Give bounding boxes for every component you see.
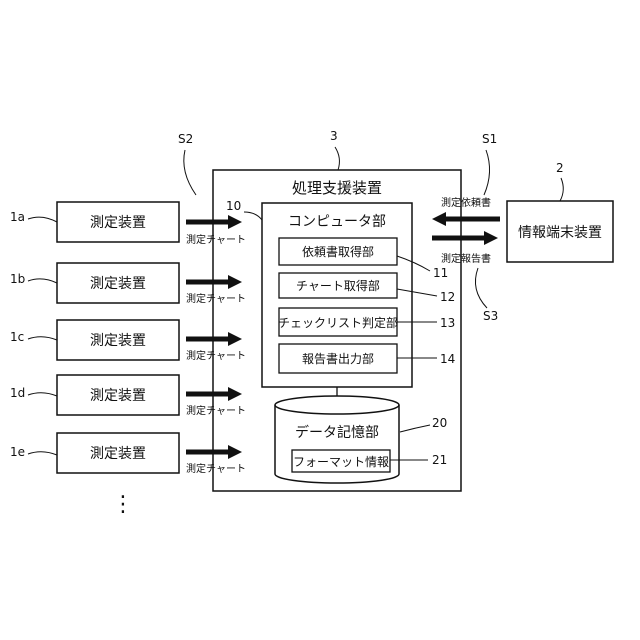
ref-system: 3 — [330, 129, 338, 143]
ref-computer: 10 — [226, 199, 241, 213]
chart-arrow-head-1a — [228, 215, 242, 229]
measurement-device-label-1e: 測定装置 — [90, 446, 146, 462]
leader-device-1e — [28, 452, 57, 455]
module-label-14: 報告書出力部 — [302, 351, 374, 366]
module-label-12: チャート取得部 — [296, 278, 380, 293]
ref-device-1a: 1a — [10, 210, 25, 224]
ref-device-1b: 1b — [10, 272, 25, 286]
module-label-13: チェックリスト判定部 — [278, 315, 398, 330]
chart-label-1d: 測定チャート — [186, 404, 246, 417]
ref-s3: S3 — [483, 309, 498, 323]
leader-device-1a — [28, 217, 57, 222]
ref-device-1c: 1c — [10, 330, 24, 344]
ref-storage: 20 — [432, 416, 447, 430]
computer-unit-title: コンピュータ部 — [288, 214, 386, 230]
ref-device-1d: 1d — [10, 386, 25, 400]
request-label: 測定依頼書 — [441, 196, 491, 209]
leader-s3 — [475, 268, 487, 308]
chart-label-1b: 測定チャート — [186, 292, 246, 305]
chart-arrow-head-1d — [228, 387, 242, 401]
ref-module-11: 11 — [433, 266, 448, 280]
leader-terminal — [560, 178, 563, 201]
leader-device-1d — [28, 393, 57, 396]
measurement-device-label-1b: 測定装置 — [90, 276, 146, 292]
chart-label-1c: 測定チャート — [186, 349, 246, 362]
module-label-11: 依頼書取得部 — [302, 244, 374, 259]
measurement-device-label-1a: 測定装置 — [90, 215, 146, 231]
leader-computer — [244, 212, 262, 220]
ref-format-info: 21 — [432, 453, 447, 467]
chart-arrow-head-1c — [228, 332, 242, 346]
request-arrow-head — [432, 212, 446, 226]
ref-s2: S2 — [178, 132, 193, 146]
chart-label-1a: 測定チャート — [186, 233, 246, 246]
ref-module-13: 13 — [440, 316, 455, 330]
data-storage-title: データ記憶部 — [295, 424, 379, 441]
leader-s2 — [184, 150, 196, 195]
leader-storage — [400, 425, 430, 432]
leader-11 — [397, 256, 430, 271]
ref-s1: S1 — [482, 132, 497, 146]
ref-module-12: 12 — [440, 290, 455, 304]
chart-arrow-head-1b — [228, 275, 242, 289]
chart-label-1e: 測定チャート — [186, 462, 246, 475]
ref-device-1e: 1e — [10, 445, 25, 459]
info-terminal-label: 情報端末装置 — [518, 225, 602, 241]
measurement-device-label-1c: 測定装置 — [90, 333, 146, 349]
chart-arrow-head-1e — [228, 445, 242, 459]
processing-support-device-title: 処理支援装置 — [292, 179, 382, 197]
leader-system — [335, 147, 339, 170]
format-info-label: フォーマット情報 — [293, 455, 389, 469]
leader-s1 — [484, 150, 490, 195]
ref-module-14: 14 — [440, 352, 455, 366]
leader-device-1c — [28, 337, 57, 340]
more-devices-ellipsis: ⋮ — [112, 492, 134, 517]
ref-terminal: 2 — [556, 161, 564, 175]
leader-device-1b — [28, 279, 57, 283]
leader-12 — [397, 289, 437, 296]
report-arrow-head — [484, 231, 498, 245]
report-label: 測定報告書 — [441, 252, 491, 265]
measurement-device-label-1d: 測定装置 — [90, 388, 146, 404]
